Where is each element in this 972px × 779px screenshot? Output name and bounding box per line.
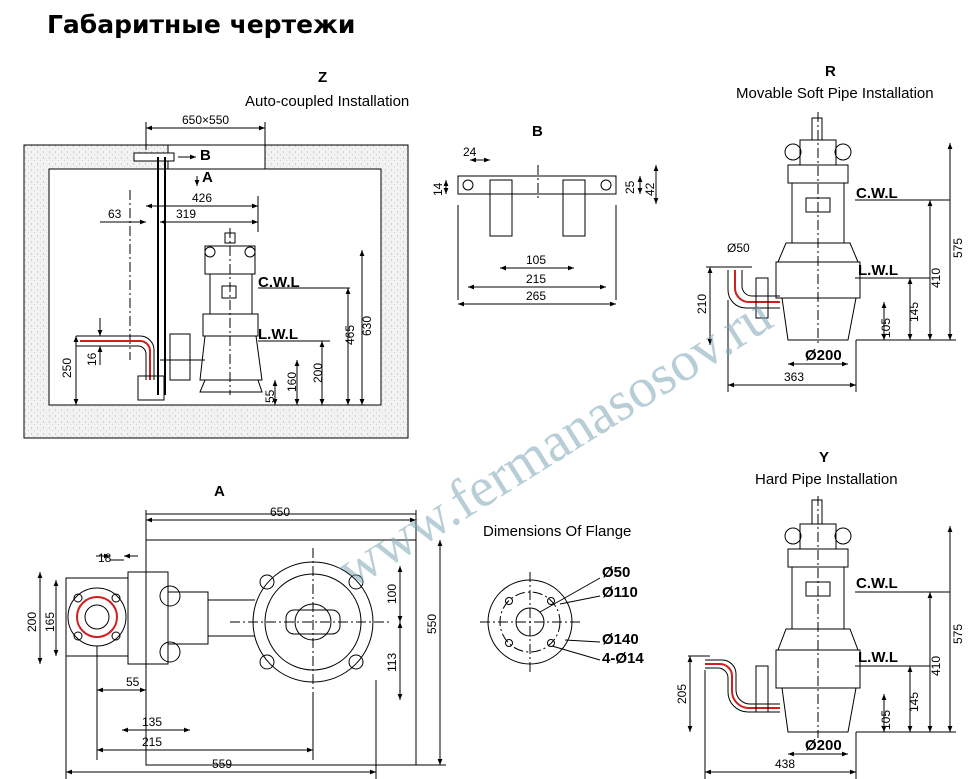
dim-55-a: 55: [126, 675, 140, 689]
dim-319: 319: [176, 207, 196, 221]
page-title: Габаритные чертежи: [47, 10, 356, 39]
dim-55-z: 55: [263, 389, 277, 403]
flange-dimensions: Dimensions Of Flange Ø50 Ø110 Ø140 4-Ø14: [480, 523, 644, 672]
dim-d50-r: Ø50: [727, 241, 750, 255]
dim-113: 113: [385, 653, 399, 672]
flange-holes: 4-Ø14: [602, 650, 644, 667]
dim-250: 250: [60, 358, 74, 378]
view-b-bracket: B 24 14 25 42 105 215 265: [431, 123, 659, 307]
pipe-accent-r: [734, 270, 780, 303]
dim-d200-r: Ø200: [805, 347, 842, 364]
dim-210: 210: [695, 294, 709, 314]
dim-105-y: 105: [879, 710, 893, 730]
flange-accent-a: [76, 596, 118, 638]
dim-205: 205: [675, 684, 689, 704]
dim-426: 426: [192, 191, 212, 205]
view-r-caption: Movable Soft Pipe Installation: [736, 85, 934, 102]
dim-650-a: 650: [270, 505, 290, 519]
dim-575-r: 575: [951, 238, 965, 258]
dim-410-y: 410: [929, 656, 943, 676]
flange-d50: Ø50: [602, 564, 630, 581]
dim-42: 42: [643, 182, 657, 196]
pump-body-y: [775, 496, 861, 738]
view-y-hard-pipe: Y Hard Pipe Installation 205 C.W.L L.W.L…: [675, 449, 965, 779]
dim-630: 630: [360, 316, 374, 336]
dim-160: 160: [285, 372, 299, 392]
dim-465: 465: [343, 325, 357, 345]
dim-135: 135: [142, 715, 162, 729]
view-r-letter: R: [825, 63, 836, 80]
dim-100: 100: [385, 584, 399, 604]
dim-105-b: 105: [526, 253, 546, 267]
label-lwl-z: L.W.L: [258, 326, 298, 343]
flange-d140: Ø140: [602, 631, 639, 648]
dim-650x550: 650×550: [182, 113, 229, 127]
dim-105-r: 105: [879, 318, 893, 338]
dim-165: 165: [43, 612, 57, 632]
dim-63: 63: [108, 207, 122, 221]
dim-200-z: 200: [311, 363, 325, 383]
label-cwl-r: C.W.L: [856, 185, 898, 202]
label-cwl-y: C.W.L: [856, 575, 898, 592]
dim-575-y: 575: [951, 624, 965, 644]
pump-body-r: [775, 112, 861, 345]
dim-559: 559: [212, 757, 232, 771]
dim-18: 18: [98, 551, 112, 565]
flange-d110: Ø110: [602, 584, 638, 601]
dim-14: 14: [431, 182, 445, 196]
dim-363: 363: [784, 370, 804, 384]
dim-24: 24: [463, 145, 477, 159]
label-lwl-y: L.W.L: [858, 649, 898, 666]
view-z-auto-coupled: Z Auto-coupled Installation 650×550 B A …: [23, 69, 409, 439]
flange-caption: Dimensions Of Flange: [483, 523, 631, 540]
view-a-top: A 650 18 200 165 100: [25, 483, 446, 779]
pipe-accent-y: [705, 663, 780, 709]
pump-body-z: [199, 228, 263, 395]
dim-25: 25: [623, 180, 637, 194]
dim-438: 438: [775, 757, 795, 771]
label-cwl-z: C.W.L: [258, 274, 300, 291]
dim-16: 16: [85, 352, 99, 366]
dim-265: 265: [526, 289, 546, 303]
label-b: B: [200, 147, 211, 164]
pipe-accent-z: [80, 340, 151, 380]
dim-145-r: 145: [907, 302, 921, 322]
dim-215-a: 215: [142, 735, 162, 749]
view-y-letter: Y: [819, 449, 829, 466]
view-z-caption: Auto-coupled Installation: [245, 93, 409, 110]
dim-d200-y: Ø200: [805, 737, 842, 754]
label-a: A: [202, 169, 213, 186]
label-lwl-r: L.W.L: [858, 262, 898, 279]
view-z-letter: Z: [318, 69, 327, 86]
dim-410-r: 410: [929, 268, 943, 288]
view-a-letter: A: [214, 483, 225, 500]
dim-215-b: 215: [526, 272, 546, 286]
dim-550-a: 550: [425, 614, 439, 634]
view-y-caption: Hard Pipe Installation: [755, 471, 898, 488]
view-r-soft-pipe: R Movable Soft Pipe Installation Ø50 210…: [695, 63, 965, 392]
dim-145-y: 145: [907, 692, 921, 712]
dim-200-a: 200: [25, 612, 39, 632]
view-b-letter: B: [532, 123, 543, 140]
